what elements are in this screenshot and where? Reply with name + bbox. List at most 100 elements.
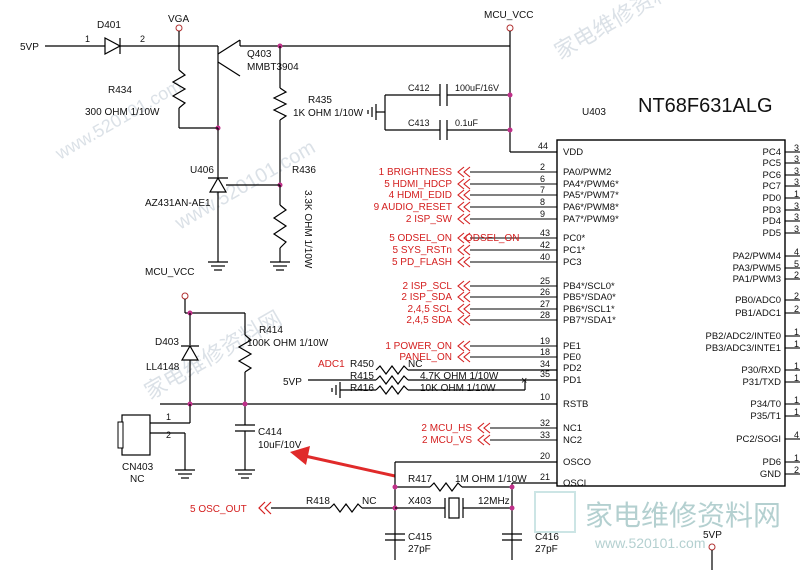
ic-part: NT68F631ALG [638,95,773,117]
ic-left-pin-name: PC0* [563,233,585,244]
r416-label: R416 [350,383,374,394]
signal-label: 2 ISP_SW [406,214,453,225]
ic-right-pin-num: 1 [794,407,799,417]
ic-left-pin-name: PA0/PWM2 [563,167,611,178]
ic-left-pin-name: PA6*/PWM8* [563,202,619,213]
ic-right-pin-num: 1 [794,189,799,199]
c413-value: 0.1uF [455,118,479,128]
left-pin-group: VDDPA0/PWM2PA4*/PWM6*PA5*/PWM7*PA6*/PWM8… [563,147,619,489]
r435-resistor-icon [272,87,288,121]
ic-right-pin-num: 1 [794,327,799,337]
signal-arrow-icon [457,232,465,244]
signal-label: 9 AUDIO_RESET [374,202,452,213]
ic-left-pin-name: PB4*/SCL0* [563,281,615,292]
signal-label: 2 ISP_SCL [403,281,453,292]
ic-left-pin-name: NC1 [563,423,582,434]
r436-resistor-icon [272,204,288,249]
ic-right-pin-num: 2 [794,465,799,475]
ic-left-pin-name: PE1 [563,341,581,352]
vdd-pin-num: 44 [538,141,548,151]
r434-value: 300 OHM 1/10W [85,107,160,118]
d403-type: LL4148 [146,362,180,373]
osci-pin-num: 21 [540,472,550,482]
signal-label: 2 ISP_SDA [401,292,452,303]
r450-label: R450 [350,359,374,370]
ic-left-pin-num: 7 [540,185,545,195]
ic-left-pin-name: RSTB [563,399,588,410]
ic-right-pin-name: PA3/PWM5 [733,263,781,274]
ic-left-pin-num: 19 [540,336,550,346]
ic-right-pin-num: 1 [794,361,799,371]
ic-left-pin-num: 32 [540,418,550,428]
ic-right-pin-num: 3 [794,177,799,187]
signal-arrow-icon [457,189,465,201]
signal-arrow-icon [477,434,485,446]
r418-resistor-icon [329,503,363,513]
d401-diode-icon [104,37,122,55]
signal-arrow-icon [457,213,465,225]
ic-right-pin-name: PC2/SOGI [736,434,781,445]
signal-label: 5 HDMI_HDCP [384,179,452,190]
c414-value: 10uF/10V [258,440,302,451]
d401-label: D401 [97,20,121,31]
r436-label: R436 [292,165,316,176]
c416-label: C416 [535,532,559,543]
pd2-pin-num: 34 [540,359,550,369]
ic-right-pin-num: 4 [794,430,799,440]
ic-right-pin-name: PD0 [763,193,781,204]
signal-label: 1 BRIGHTNESS [379,167,453,178]
r417-value: 1M OHM 1/10W [455,474,527,485]
ic-right-pin-name: PC4 [763,147,781,158]
ic-right-pin-num: 5 [794,259,799,269]
ic-left-pin-name: OSCO [563,457,591,468]
r414-value: 100K OHM 1/10W [247,338,329,349]
watermark-logo-cn: 家电维修资料网 [585,500,781,531]
signal-label: 2,4,5 SCL [408,304,453,315]
ic-right-pin-name: PB2/ADC2/INTE0 [706,331,782,342]
r414-label: R414 [259,325,283,336]
odsel-net-label: ODSEL_ON [465,233,519,244]
cn403-value: NC [130,474,144,485]
ic-right-pin-num: 3 [794,201,799,211]
ic-body [556,139,786,487]
ground-icon [175,469,195,479]
ic-left-pin-name: PD2 [563,363,581,374]
ground-icon [367,104,385,120]
r436-value: 3.3K OHM 1/10W [302,190,313,269]
r416-value: 10K OHM 1/10W [420,383,496,394]
q403-type: MMBT3904 [247,62,299,73]
signal-arrow-icon [457,314,465,326]
osco-pin-num: 20 [540,451,550,461]
c415-label: C415 [408,532,432,543]
cn403-pin1: 1 [166,412,171,422]
ic-left-pin-num: 26 [540,287,550,297]
c413-label: C413 [408,118,430,128]
signal-arrow-icon [457,244,465,256]
ic-right-pin-name: P35/T1 [750,411,781,422]
r450-value: NC [408,359,422,370]
ic-ref: U403 [582,107,606,118]
ic-right-pin-name: PD6 [763,457,781,468]
ic-right-pin-name: PC6 [763,170,781,181]
ground-icon [331,382,341,398]
vp5-mid-label: 5VP [283,377,302,388]
r414-resistor-icon [237,334,253,373]
osc-out-arrow-icon [258,501,272,515]
ic-right-pin-name: PA2/PWM4 [733,251,781,262]
r415-resistor-icon [375,375,409,385]
signal-arrow-icon [457,291,465,303]
ic-right-pin-num: 1 [794,453,799,463]
c416-value: 27pF [535,544,558,555]
d401-pin2: 2 [140,34,145,44]
ic-right-pin-name: PD3 [763,205,781,216]
signal-arrow-icon [457,178,465,190]
r435-value: 1K OHM 1/10W [293,108,364,119]
vp5-left-label: 5VP [20,42,39,53]
vga-label: VGA [168,14,189,25]
signal-arrow-icon [457,351,465,363]
q403-label: Q403 [247,49,272,60]
signal-label: PANEL_ON [399,352,452,363]
ic-left-pin-num: 27 [540,299,550,309]
c414-label: C414 [258,427,282,438]
